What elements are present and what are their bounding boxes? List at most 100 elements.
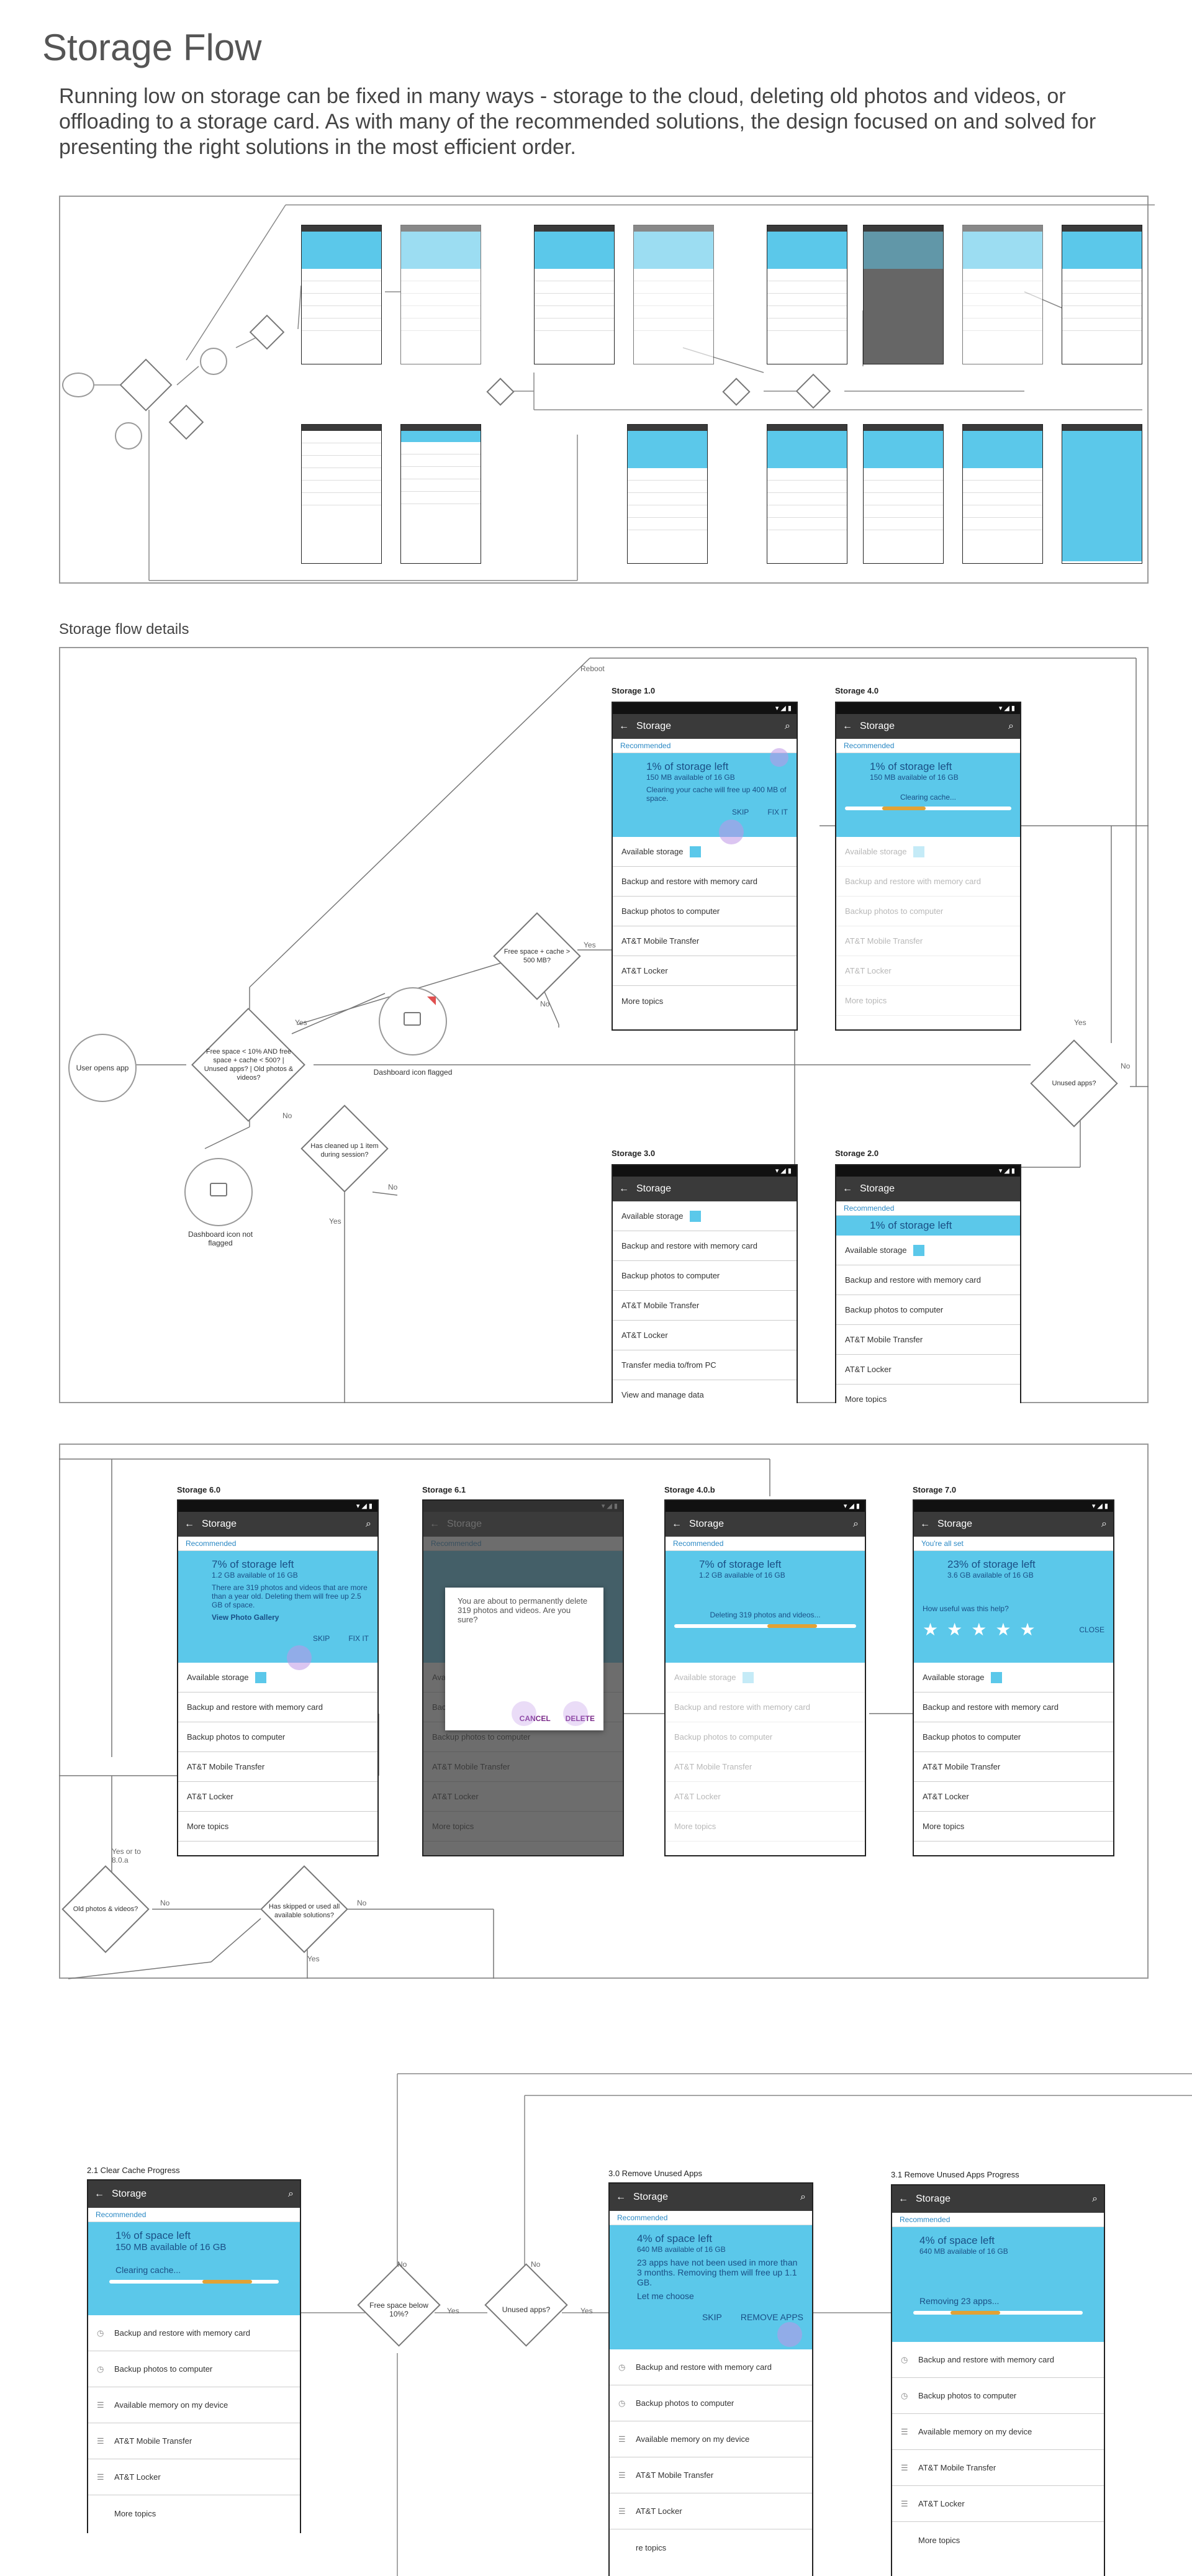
- no-label: No: [357, 1899, 367, 1907]
- status-bar: ▾ ◢ ▮: [836, 703, 1020, 714]
- back-arrow-icon[interactable]: ←: [842, 721, 852, 731]
- list-item[interactable]: Backup photos to computer: [613, 1261, 797, 1291]
- list-item[interactable]: Backup photos to computer: [613, 897, 797, 926]
- cancel-button[interactable]: CANCEL: [520, 1714, 551, 1723]
- storage-card-collapsed[interactable]: 1% of storage left: [836, 1216, 1020, 1236]
- list-item[interactable]: ☰Available memory on my device: [892, 2414, 1104, 2450]
- list-item[interactable]: AT&T Locker: [836, 1355, 1020, 1385]
- storage-indicator: [689, 846, 701, 857]
- list-item[interactable]: ◷Backup and restore with memory card: [88, 2315, 300, 2351]
- progress-bar: [913, 2311, 1083, 2315]
- let-me-choose-link[interactable]: Let me choose: [637, 2291, 694, 2301]
- back-arrow-icon[interactable]: ←: [619, 721, 629, 731]
- list-item[interactable]: ◷Backup and restore with memory card: [610, 2349, 812, 2385]
- list-item[interactable]: More topics: [114, 2508, 156, 2518]
- storage-card: 4% of space left 640 MB available of 16 …: [892, 2227, 1104, 2342]
- list-item[interactable]: More topics: [621, 996, 664, 1006]
- list-item[interactable]: ◷Backup photos to computer: [892, 2378, 1104, 2414]
- list-item[interactable]: Available storage: [613, 837, 797, 867]
- no-label: No: [160, 1899, 170, 1907]
- back-arrow-icon[interactable]: ←: [94, 2189, 104, 2199]
- fix-it-button[interactable]: FIX IT: [348, 1634, 369, 1643]
- list-item[interactable]: More topics: [178, 1812, 377, 1842]
- list-item[interactable]: More topics: [836, 1385, 1020, 1403]
- skip-button[interactable]: SKIP: [702, 2312, 722, 2322]
- list-item[interactable]: AT&T Locker: [178, 1782, 377, 1812]
- search-icon[interactable]: ⌕: [785, 721, 790, 731]
- phone-clear-cache-progress: ←Storage⌕ Recommended 1% of space left 1…: [87, 2179, 301, 2533]
- back-arrow-icon[interactable]: ←: [616, 2192, 626, 2202]
- list-item[interactable]: Backup photos to computer: [178, 1722, 377, 1752]
- search-icon[interactable]: ⌕: [853, 1519, 859, 1529]
- list-item[interactable]: Transfer media to/from PC: [613, 1350, 797, 1380]
- rating-stars[interactable]: ★★★★★CLOSE: [923, 1619, 1104, 1640]
- card-actions: SKIP REMOVE APPS: [618, 2312, 803, 2322]
- list-item[interactable]: ☰AT&T Mobile Transfer: [88, 2423, 300, 2459]
- list-item[interactable]: Available storage: [178, 1663, 377, 1692]
- list-item[interactable]: Backup and restore with memory card: [836, 1265, 1020, 1295]
- list-item[interactable]: ◷Backup photos to computer: [610, 2385, 812, 2421]
- list-item[interactable]: ☰Available memory on my device: [610, 2421, 812, 2457]
- list-item[interactable]: Backup and restore with memory card: [613, 867, 797, 897]
- skip-button[interactable]: SKIP: [312, 1634, 330, 1643]
- phone-storage-4-0-b: ▾ ◢ ▮ ←Storage⌕ Recommended 7% of storag…: [664, 1499, 866, 1856]
- list-item[interactable]: ◷Backup and restore with memory card: [892, 2342, 1104, 2378]
- delete-button[interactable]: DELETE: [566, 1714, 595, 1723]
- list-item[interactable]: AT&T Mobile Transfer: [836, 1325, 1020, 1355]
- skip-button[interactable]: SKIP: [731, 808, 749, 816]
- list-item: Backup photos to computer: [666, 1722, 865, 1752]
- back-arrow-icon[interactable]: ←: [672, 1519, 682, 1529]
- back-arrow-icon[interactable]: ←: [619, 1183, 629, 1194]
- app-bar: ←Storage⌕: [613, 714, 797, 739]
- list-item[interactable]: ◷Backup photos to computer: [88, 2351, 300, 2387]
- list-item[interactable]: AT&T Mobile Transfer: [178, 1752, 377, 1782]
- list-item[interactable]: ☰AT&T Locker: [610, 2493, 812, 2529]
- search-icon[interactable]: ⌕: [1008, 721, 1014, 731]
- list-item[interactable]: re topics: [636, 2542, 667, 2552]
- list-item[interactable]: Backup photos to computer: [914, 1722, 1113, 1752]
- list-item[interactable]: More topics: [914, 1812, 1113, 1842]
- search-icon[interactable]: ⌕: [1101, 1519, 1107, 1529]
- back-arrow-icon[interactable]: ←: [842, 1183, 852, 1194]
- no-label: No: [388, 1183, 398, 1191]
- list-item[interactable]: Available storage: [836, 1236, 1020, 1265]
- fix-it-button[interactable]: FIX IT: [767, 808, 788, 816]
- list-item[interactable]: Backup and restore with memory card: [914, 1692, 1113, 1722]
- list-item[interactable]: AT&T Mobile Transfer: [613, 1291, 797, 1321]
- close-button[interactable]: CLOSE: [1079, 1625, 1104, 1634]
- list-item[interactable]: ☰Available memory on my device: [88, 2387, 300, 2423]
- list-item[interactable]: More topics: [918, 2535, 960, 2545]
- photo-gallery-link[interactable]: View Photo Gallery: [212, 1613, 279, 1622]
- back-arrow-icon[interactable]: ←: [920, 1519, 930, 1529]
- app-bar: ←Storage⌕: [666, 1512, 865, 1537]
- list-item[interactable]: AT&T Mobile Transfer: [914, 1752, 1113, 1782]
- remove-apps-button[interactable]: REMOVE APPS: [740, 2312, 803, 2322]
- dialog-actions: CANCEL DELETE: [520, 1714, 595, 1723]
- search-icon[interactable]: ⌕: [366, 1519, 371, 1529]
- list-item[interactable]: ☰AT&T Locker: [892, 2486, 1104, 2522]
- back-arrow-icon[interactable]: ←: [898, 2194, 908, 2204]
- list-item[interactable]: AT&T Locker: [613, 1321, 797, 1350]
- list-item[interactable]: Available storage: [914, 1663, 1113, 1692]
- search-icon[interactable]: ⌕: [288, 2189, 294, 2199]
- list-item[interactable]: Backup and restore with memory card: [613, 1231, 797, 1261]
- list-item[interactable]: ☰AT&T Locker: [88, 2459, 300, 2495]
- search-icon[interactable]: ⌕: [800, 2192, 806, 2202]
- tap-indicator: [287, 1645, 312, 1670]
- list-item[interactable]: View and manage data: [613, 1380, 797, 1403]
- star-icon: ★: [947, 1620, 963, 1639]
- screen-label: Storage 6.0: [177, 1485, 221, 1494]
- list-item[interactable]: ☰AT&T Mobile Transfer: [610, 2457, 812, 2493]
- list-item[interactable]: AT&T Locker: [613, 956, 797, 986]
- play-icon: ◷: [618, 2398, 626, 2408]
- list-item[interactable]: Available storage: [613, 1201, 797, 1231]
- list-item[interactable]: Backup photos to computer: [836, 1295, 1020, 1325]
- list-icon: ☰: [97, 2436, 104, 2446]
- list-item[interactable]: AT&T Mobile Transfer: [613, 926, 797, 956]
- recommended-label: Recommended: [613, 739, 797, 753]
- list-item[interactable]: Backup and restore with memory card: [178, 1692, 377, 1722]
- search-icon[interactable]: ⌕: [1092, 2194, 1098, 2204]
- list-item[interactable]: ☰AT&T Mobile Transfer: [892, 2450, 1104, 2486]
- list-item[interactable]: AT&T Locker: [914, 1782, 1113, 1812]
- back-arrow-icon[interactable]: ←: [184, 1519, 194, 1529]
